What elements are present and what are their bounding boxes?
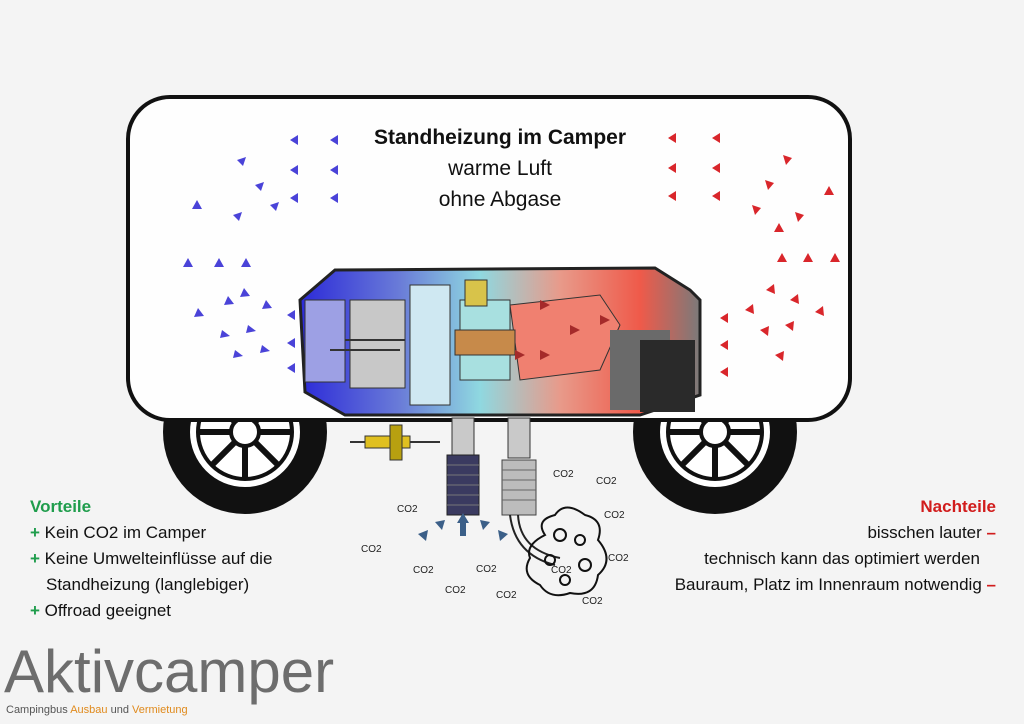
exhaust-pipe	[501, 417, 561, 566]
heater-unit	[298, 266, 702, 417]
co2-label: CO2	[397, 504, 418, 515]
co2-label: CO2	[496, 590, 517, 601]
diagram-subtitle-2: ohne Abgase	[438, 188, 562, 211]
pros-item-text: Standheizung (langlebiger)	[46, 575, 250, 594]
co2-label: CO2	[608, 553, 629, 564]
warm-air-arrows	[668, 133, 840, 377]
pros-list: Vorteile + Kein CO2 im Camper + Keine Um…	[30, 494, 272, 624]
plus-sign: +	[30, 523, 40, 542]
co2-label: CO2	[604, 510, 625, 521]
co2-label: CO2	[596, 476, 617, 487]
co2-label: CO2	[551, 565, 572, 576]
diagram-title: Standheizung im Camper	[373, 126, 627, 149]
logo-tagline: Campingbus Ausbau und Vermietung	[6, 704, 188, 716]
pros-item: + Kein CO2 im Camper	[30, 520, 272, 546]
cons-item: bisschen lauter –	[675, 520, 996, 546]
exhaust-cloud	[525, 506, 608, 597]
co2-label: CO2	[413, 565, 434, 576]
cons-item-text: Bauraum, Platz im Innenraum notwendig	[674, 575, 982, 594]
cons-item: technisch kann das optimiert werden	[675, 546, 996, 572]
cons-item-text: bisschen lauter	[867, 523, 982, 542]
plus-sign: +	[30, 549, 40, 568]
logo-tagline-part: Campingbus	[6, 704, 71, 716]
fuel-pump	[350, 424, 440, 461]
pros-item-text: Offroad geeignet	[44, 601, 172, 620]
pros-item: Standheizung (langlebiger)	[30, 572, 272, 598]
co2-label: CO2	[445, 585, 466, 596]
cons-item-text: technisch kann das optimiert werden	[704, 549, 980, 568]
co2-label: CO2	[553, 469, 574, 480]
minus-sign: –	[986, 523, 996, 542]
co2-label: CO2	[476, 564, 497, 575]
logo-tagline-part: Ausbau	[70, 704, 108, 716]
minus-sign: –	[986, 575, 996, 594]
logo-wordmark: Aktivcamper	[4, 638, 335, 705]
intake-arrows	[418, 513, 508, 541]
co2-label: CO2	[361, 544, 382, 555]
plus-sign: +	[30, 601, 40, 620]
aktivcamper-logo: Aktivcamper Campingbus Ausbau und Vermie…	[4, 640, 384, 724]
logo-tagline-part: Vermietung	[132, 704, 188, 716]
pros-item-text: Kein CO2 im Camper	[44, 523, 207, 542]
intake-pipe	[446, 417, 480, 516]
diagram-subtitle-1: warme Luft	[448, 157, 552, 180]
pros-heading: Vorteile	[30, 497, 92, 516]
cons-list: Nachteile bisschen lauter – technisch ka…	[675, 494, 996, 598]
cons-item: Bauraum, Platz im Innenraum notwendig –	[675, 572, 996, 598]
pros-item-text: Keine Umwelteinflüsse auf die	[44, 549, 273, 568]
cold-air-arrows	[183, 135, 338, 373]
pros-item: + Offroad geeignet	[30, 598, 272, 624]
pros-item: + Keine Umwelteinflüsse auf die	[30, 546, 272, 572]
co2-label: CO2	[582, 596, 603, 607]
logo-tagline-part: und	[107, 704, 132, 716]
diagram-title-block: Standheizung im Camper warme Luft ohne A…	[300, 122, 700, 215]
cons-heading: Nachteile	[920, 497, 996, 516]
